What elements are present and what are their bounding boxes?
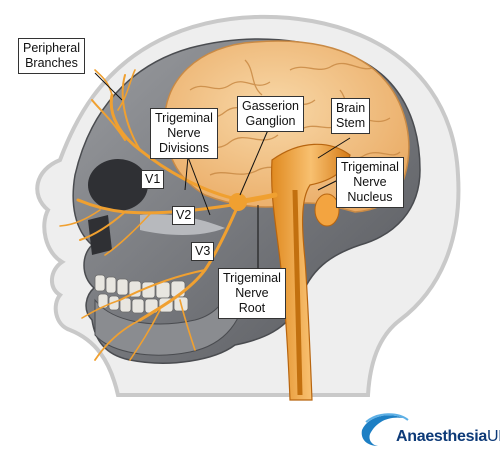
leader-lines [94,72,351,268]
label-v1: V1 [141,170,165,189]
trigeminal-nerve-paths [59,69,278,361]
eye-socket [88,159,148,211]
label-gasserion-ganglion: Gasserion Ganglion [237,96,304,132]
label-peripheral-branches: Peripheral Branches [18,38,85,74]
brain-stem [271,143,351,401]
label-brain-stem: Brain Stem [331,98,371,134]
label-trigeminal-nerve-nucleus: Trigeminal Nerve Nucleus [336,157,404,208]
brain-stem-core [292,189,303,396]
label-v3: V3 [191,242,215,261]
logo-suffix: UK [486,428,500,445]
logo-name: Anaesthesia [396,428,487,445]
nerve-nucleus [314,193,340,227]
swoosh-icon [361,413,409,446]
anaesthesia-uk-logo: AnaesthesiaUK [396,428,500,446]
label-trigeminal-nerve-divisions: Trigeminal Nerve Divisions [150,108,218,159]
nasal-cavity [88,215,112,255]
label-trigeminal-nerve-root: Trigeminal Nerve Root [218,268,286,319]
label-v2: V2 [172,206,196,225]
